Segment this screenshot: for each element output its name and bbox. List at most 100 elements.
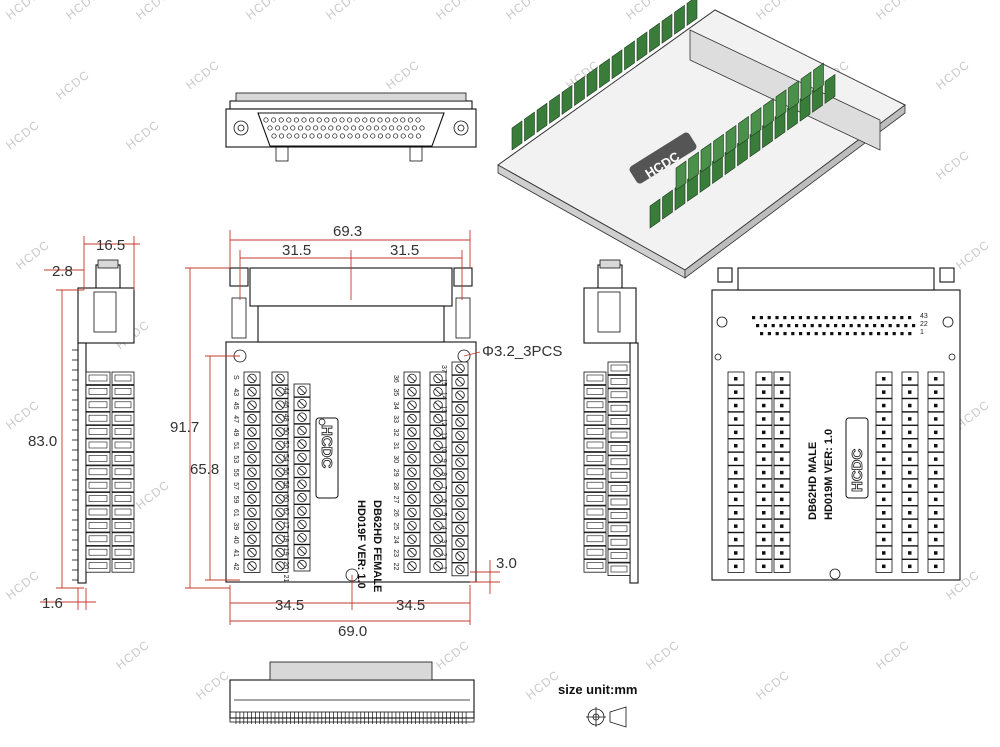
terminal-screw-icon [275, 547, 285, 558]
terminal-screw-icon [297, 452, 307, 463]
terminal-screw-icon [275, 480, 285, 491]
side-view-left [72, 259, 135, 584]
watermark-text: HCDC [3, 398, 42, 433]
db-pin [301, 133, 307, 139]
terminal-label: 39 [232, 522, 239, 530]
db-pin [415, 117, 421, 123]
terminal-label: 24 [392, 536, 399, 544]
terminal-label: 47 [232, 415, 239, 423]
db-pin [347, 133, 353, 139]
unit-legend: size unit:mm [558, 682, 637, 728]
dim-83-0: 83.0 [28, 433, 57, 450]
male-pin [826, 324, 830, 328]
db-pin [385, 133, 391, 139]
db-pin [286, 133, 292, 139]
terminal-screw-icon [433, 427, 443, 437]
female-logo: HCDC [318, 425, 335, 468]
male-pin [763, 324, 767, 328]
db-pin [305, 125, 311, 131]
terminal-label: 29 [392, 469, 399, 477]
female-board-front: S434547495153555759613940414244464850525… [225, 267, 477, 592]
db-pin [293, 117, 299, 123]
db-pin [278, 117, 284, 123]
terminal-screw-icon [455, 497, 465, 508]
male-pin [861, 316, 865, 320]
terminal-screw-icon [407, 413, 417, 424]
terminal-screw-icon [433, 387, 443, 397]
terminal-label: 53 [232, 455, 239, 463]
side-terminal [85, 532, 111, 546]
terminal-label: 6 [440, 499, 447, 503]
side-terminal [111, 492, 135, 506]
male-pin [884, 332, 888, 336]
terminal-screw-icon [297, 439, 307, 449]
dimension-lines [40, 230, 500, 625]
terminal-label: 31 [392, 442, 399, 450]
side-terminal [111, 371, 135, 386]
terminal-label: 35 [392, 388, 399, 396]
db-pin [377, 117, 383, 123]
db-pin [347, 117, 353, 123]
terminal-label: 50 [282, 427, 289, 435]
male-pin [845, 316, 849, 320]
db-pin [393, 133, 399, 139]
terminal-screw-icon [407, 440, 417, 451]
terminal-screw-icon [433, 373, 443, 384]
watermark-text: HCDC [53, 68, 92, 103]
terminal-label: 60 [282, 494, 289, 502]
male-pin [830, 332, 834, 336]
db-pin [370, 133, 376, 139]
male-pin [775, 316, 779, 320]
male-pin [896, 324, 900, 328]
terminal-screw-icon [407, 534, 417, 544]
db-pin [354, 117, 360, 123]
terminal-screw-icon [247, 494, 257, 504]
dim-91-7: 91.7 [170, 419, 199, 436]
watermark-text: HCDC [933, 58, 972, 93]
terminal-label: 32 [392, 429, 399, 437]
terminal-screw-icon [433, 467, 443, 477]
terminal-screw-icon [247, 521, 257, 531]
male-pin [783, 332, 787, 336]
terminal-screw-icon [247, 387, 257, 397]
terminal-screw-icon [275, 427, 285, 437]
terminal-screw-icon [455, 444, 465, 454]
dim-3-0: 3.0 [496, 555, 517, 572]
terminal-screw-icon [247, 547, 257, 558]
db-pin [415, 133, 421, 139]
male-pin [783, 316, 787, 320]
db-pin [294, 133, 300, 139]
terminal-label: 33 [392, 415, 399, 423]
watermark-text: HCDC [113, 638, 152, 673]
db-pin [279, 133, 285, 139]
watermark-text: HCDC [383, 58, 422, 93]
watermark-text: HCDC [953, 238, 992, 273]
male-pin [806, 332, 810, 336]
side-terminal [111, 451, 135, 466]
terminal-screw-icon [297, 412, 307, 422]
terminal-label: 46 [282, 400, 289, 408]
terminal-label: 28 [392, 482, 399, 490]
db-pin [400, 117, 406, 123]
terminal-screw-icon [247, 467, 257, 477]
male-pin [767, 316, 771, 320]
projection-symbol-icon [586, 706, 627, 728]
terminal-label: 17 [282, 521, 289, 529]
male-pin [779, 324, 783, 328]
terminal-label: 1 [440, 566, 447, 570]
terminal-screw-icon [275, 507, 285, 518]
side-terminal [111, 478, 135, 493]
terminal-label: 8 [440, 472, 447, 476]
db-pin [355, 133, 361, 139]
connector-top-view [225, 92, 477, 162]
terminal-label: 10 [440, 445, 447, 453]
terminal-screw-icon [297, 385, 307, 396]
terminal-label: 30 [392, 455, 399, 463]
terminal-screw-icon [275, 413, 285, 424]
watermark-text: HCDC [133, 0, 172, 22]
male-pin [775, 332, 779, 336]
terminal-label: 15 [440, 378, 447, 386]
db-pin [385, 117, 391, 123]
terminal-screw-icon [247, 507, 257, 518]
